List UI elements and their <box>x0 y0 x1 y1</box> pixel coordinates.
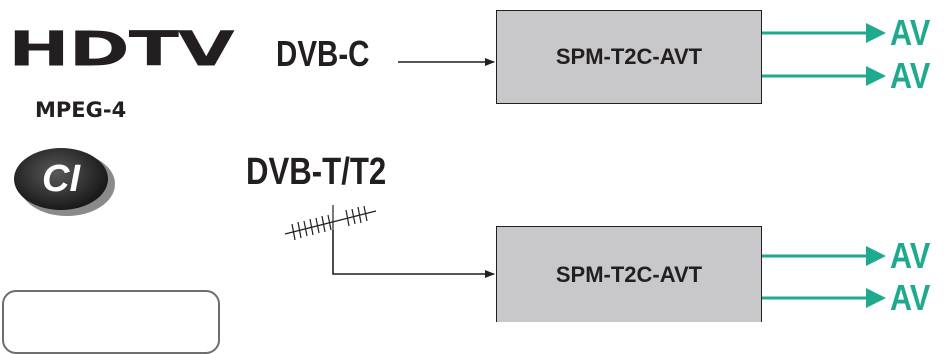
dvbt-label: DVB-T/T2 <box>246 151 387 193</box>
output-label-top-2: AV <box>890 55 931 96</box>
top-output-arrows <box>762 23 886 86</box>
dvbc-label: DVB-C <box>276 33 370 74</box>
output-label-top-1: AV <box>890 12 931 53</box>
diagram-connectors <box>284 23 886 308</box>
ci-badge: CI <box>14 148 108 210</box>
hdtv-logo: HDTV <box>8 21 235 78</box>
output-label-bottom-2: AV <box>890 277 931 318</box>
device-box-bottom: SPM-T2C-AVT <box>496 226 762 322</box>
bottom-output-arrows <box>762 246 886 308</box>
mpeg4-label: MPEG-4 <box>35 98 127 122</box>
antenna-icon <box>284 205 377 241</box>
info-panel <box>2 290 220 354</box>
dvbt-input-arrow <box>332 230 495 278</box>
device-box-top: SPM-T2C-AVT <box>496 10 762 104</box>
output-label-bottom-1: AV <box>890 235 931 276</box>
